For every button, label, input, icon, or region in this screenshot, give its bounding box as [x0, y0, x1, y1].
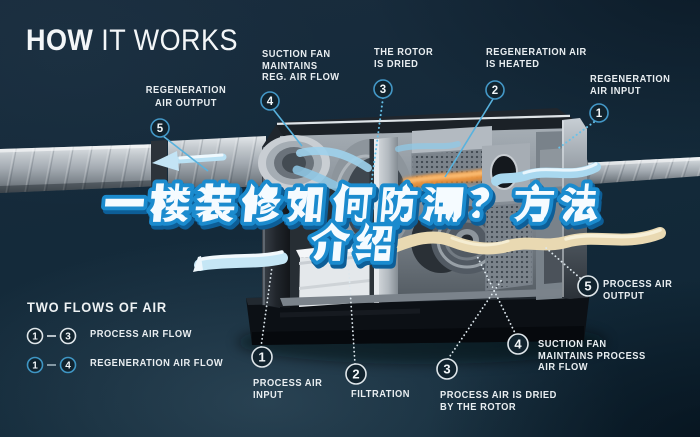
svg-text:1: 1 [596, 108, 603, 120]
svg-text:4: 4 [65, 361, 71, 372]
svg-text:2: 2 [492, 85, 498, 97]
svg-text:1: 1 [258, 350, 265, 365]
svg-text:5: 5 [584, 279, 591, 294]
svg-text:1: 1 [32, 332, 38, 343]
svg-text:3: 3 [380, 84, 386, 96]
svg-text:2: 2 [352, 367, 359, 382]
svg-text:3: 3 [65, 332, 71, 343]
svg-text:1: 1 [32, 361, 38, 372]
svg-text:3: 3 [443, 362, 450, 377]
svg-text:4: 4 [267, 96, 274, 108]
svg-text:4: 4 [514, 337, 522, 352]
svg-text:5: 5 [157, 123, 164, 135]
